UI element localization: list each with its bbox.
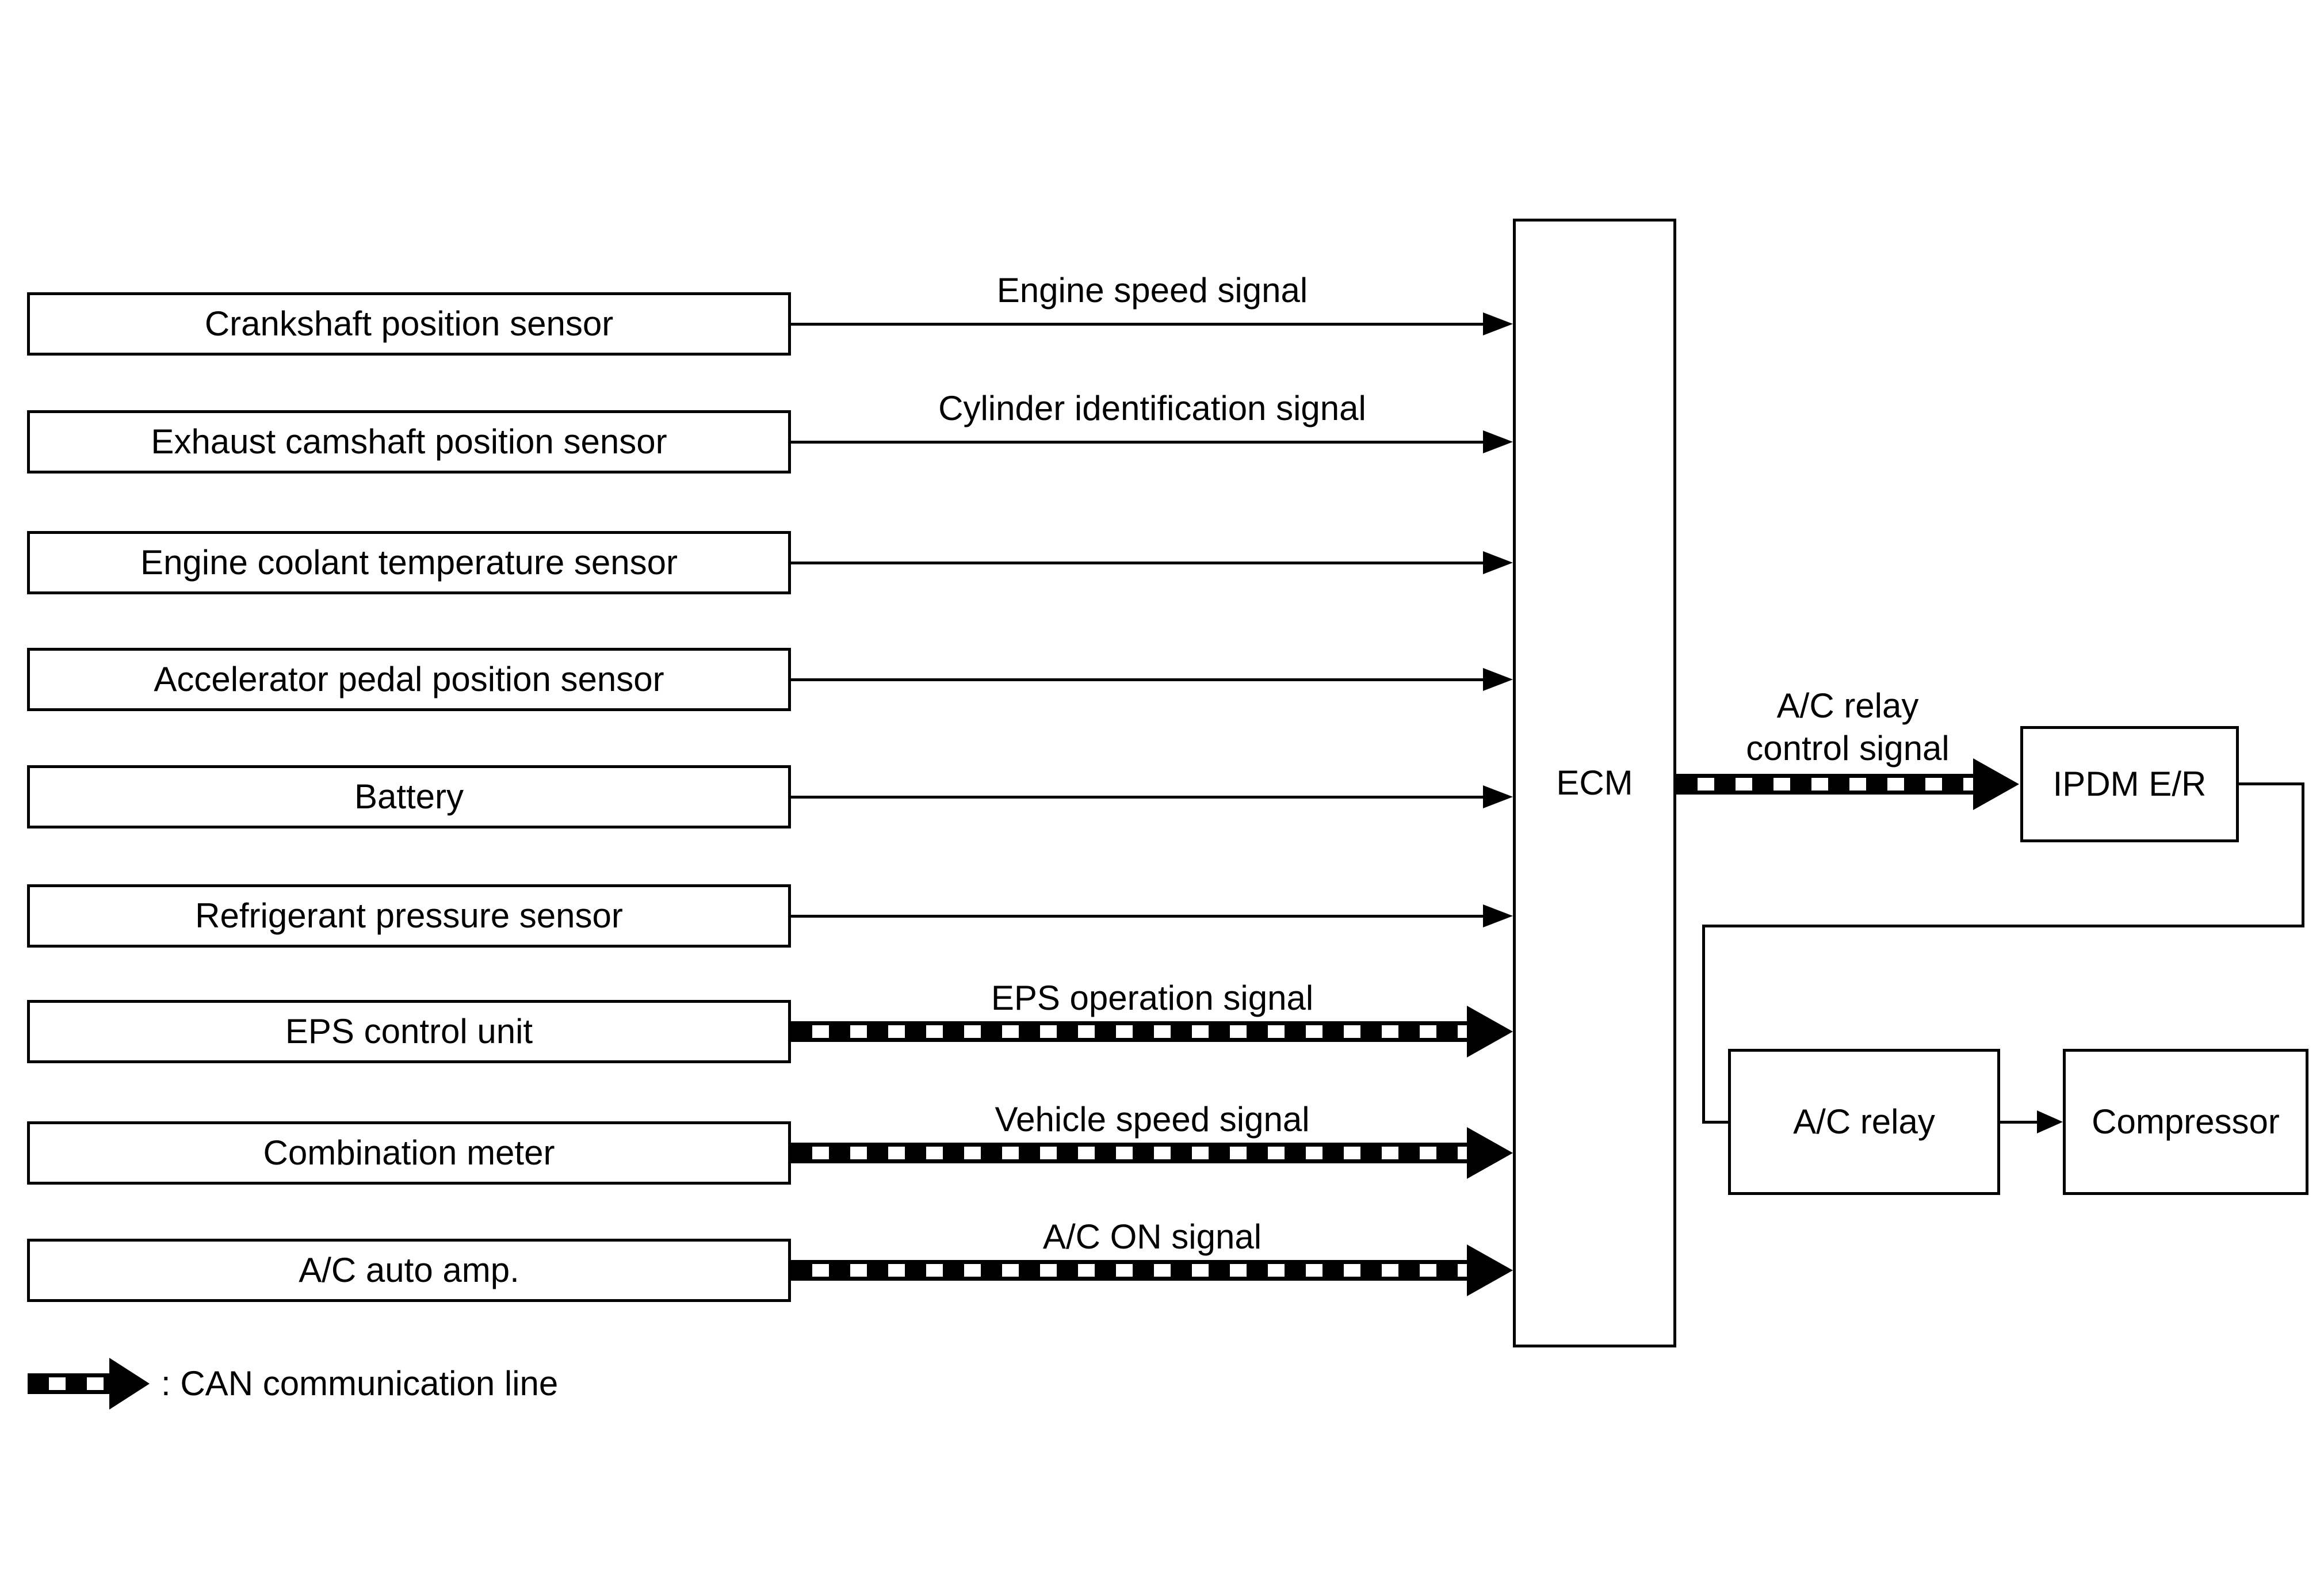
ipdm-er-box: IPDM E/R [2020,726,2239,842]
signal-label-ac-relay-control-line2: control signal [1746,729,1950,768]
legend-can-arrowhead-icon [109,1358,150,1410]
can-line-vehicle-speed [791,1143,1467,1163]
connector-ipdm-seg3 [1702,925,2304,927]
source-box-accelerator-pedal-position-sensor: Accelerator pedal position sensor [27,648,791,711]
connector-ipdm-seg4 [1702,925,1705,1124]
source-box-combination-meter: Combination meter [27,1121,791,1185]
arrowhead-icon-eps-operation [1467,1006,1513,1057]
signal-label-ac-relay-control: A/C relay control signal [1746,685,1950,770]
source-box-eps-control-unit: EPS control unit [27,1000,791,1063]
arrow-line-battery [791,796,1483,799]
legend-can-symbol [28,1373,109,1394]
legend-text: : CAN communication line [161,1364,559,1403]
compressor-box: Compressor [2063,1049,2308,1195]
signal-label-vehicle-speed: Vehicle speed signal [995,1100,1310,1139]
arrowhead-icon-relay-to-compressor [2037,1110,2063,1133]
arrowhead-icon-ac-on [1467,1244,1513,1296]
arrowhead-icon-engine-coolant-temperature [1483,551,1513,574]
arrow-line-engine-speed [791,323,1483,326]
can-line-eps-operation [791,1021,1467,1042]
connector-ipdm-seg2 [2302,782,2304,927]
arrowhead-icon-ac-relay-control [1973,758,2019,810]
ac-relay-box: A/C relay [1728,1049,2000,1195]
arrowhead-icon-engine-speed [1483,312,1513,335]
arrow-line-refrigerant-pressure [791,915,1483,918]
signal-label-eps-operation: EPS operation signal [991,979,1314,1017]
source-box-ac-auto-amp: A/C auto amp. [27,1239,791,1302]
source-box-exhaust-camshaft-position-sensor: Exhaust camshaft position sensor [27,410,791,474]
arrow-line-cylinder-identification [791,441,1483,444]
source-box-engine-coolant-temperature-sensor: Engine coolant temperature sensor [27,531,791,594]
signal-label-cylinder-identification: Cylinder identification signal [938,389,1366,427]
arrowhead-icon-refrigerant-pressure [1483,904,1513,927]
arrow-line-relay-to-compressor [2000,1121,2037,1124]
arrowhead-icon-accelerator-pedal-position [1483,668,1513,691]
can-line-ac-on [791,1260,1467,1281]
can-line-ac-relay-control [1676,774,1973,795]
connector-ipdm-seg5 [1702,1121,1733,1124]
connector-ipdm-seg1 [2239,782,2304,785]
arrowhead-icon-cylinder-identification [1483,430,1513,453]
source-box-battery: Battery [27,765,791,828]
arrow-line-accelerator-pedal-position [791,678,1483,681]
ecm-box: ECM [1513,219,1676,1347]
signal-label-ac-relay-control-line1: A/C relay [1776,686,1919,725]
arrowhead-icon-vehicle-speed [1467,1127,1513,1179]
source-box-crankshaft-position-sensor: Crankshaft position sensor [27,292,791,356]
arrowhead-icon-battery [1483,785,1513,808]
source-box-refrigerant-pressure-sensor: Refrigerant pressure sensor [27,884,791,948]
signal-label-ac-on: A/C ON signal [1042,1217,1262,1256]
signal-label-engine-speed: Engine speed signal [996,271,1308,310]
arrow-line-engine-coolant-temperature [791,562,1483,564]
